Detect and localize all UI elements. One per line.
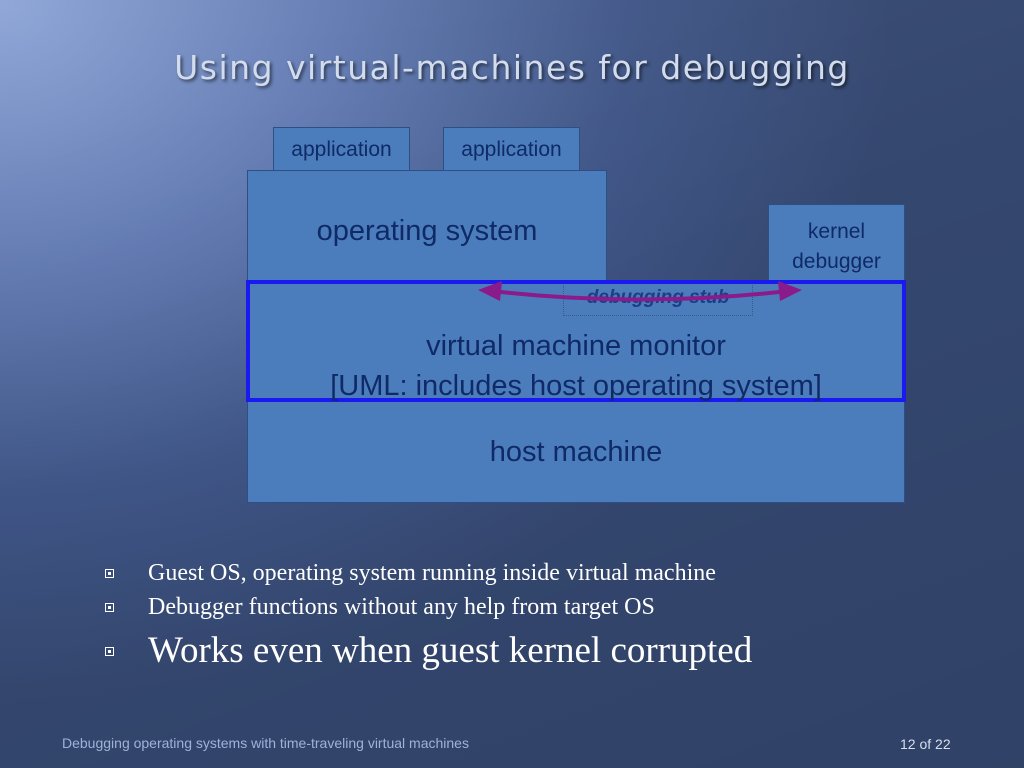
arrow-head-left [478,281,502,301]
vmm-label-line1: virtual machine monitor [426,330,726,362]
virtual-machine-monitor-box: virtual machine monitor [UML: includes h… [246,280,906,402]
vmm-label-line2: [UML: includes host operating system] [330,370,822,402]
double-headed-arrow [478,281,802,302]
page-number: 12 of 22 [900,736,951,752]
slide-title: Using virtual-machines for debugging [174,48,850,87]
footer-text: Debugging operating systems with time-tr… [62,735,469,751]
bullet-list: Guest OS, operating system running insid… [100,556,980,676]
arrow-curve [491,289,789,302]
square-bullet-icon [105,569,114,578]
kernel-debugger-label-line2: debugger [792,250,881,273]
host-machine-box [247,282,905,503]
application-box-2: application [443,127,580,172]
kernel-debugger-label-line1: kernel [807,220,866,243]
arrow-head-right [778,281,802,301]
operating-system-label: operating system [316,215,538,247]
host-machine-label: host machine [489,436,663,468]
application-box-1: application [273,127,410,172]
square-bullet-icon [105,603,114,612]
bullet-text: Debugger functions without any help from… [148,594,655,620]
bullet-item: Guest OS, operating system running insid… [100,556,980,590]
bullet-item: Works even when guest kernel corrupted [100,626,980,676]
bullet-text: Works even when guest kernel corrupted [148,630,753,671]
bullet-text: Guest OS, operating system running insid… [148,560,716,586]
bullet-item: Debugger functions without any help from… [100,590,980,624]
kernel-debugger-box: kernel debugger [768,204,905,282]
operating-system-box: operating system [247,170,607,282]
square-bullet-icon [105,647,114,656]
